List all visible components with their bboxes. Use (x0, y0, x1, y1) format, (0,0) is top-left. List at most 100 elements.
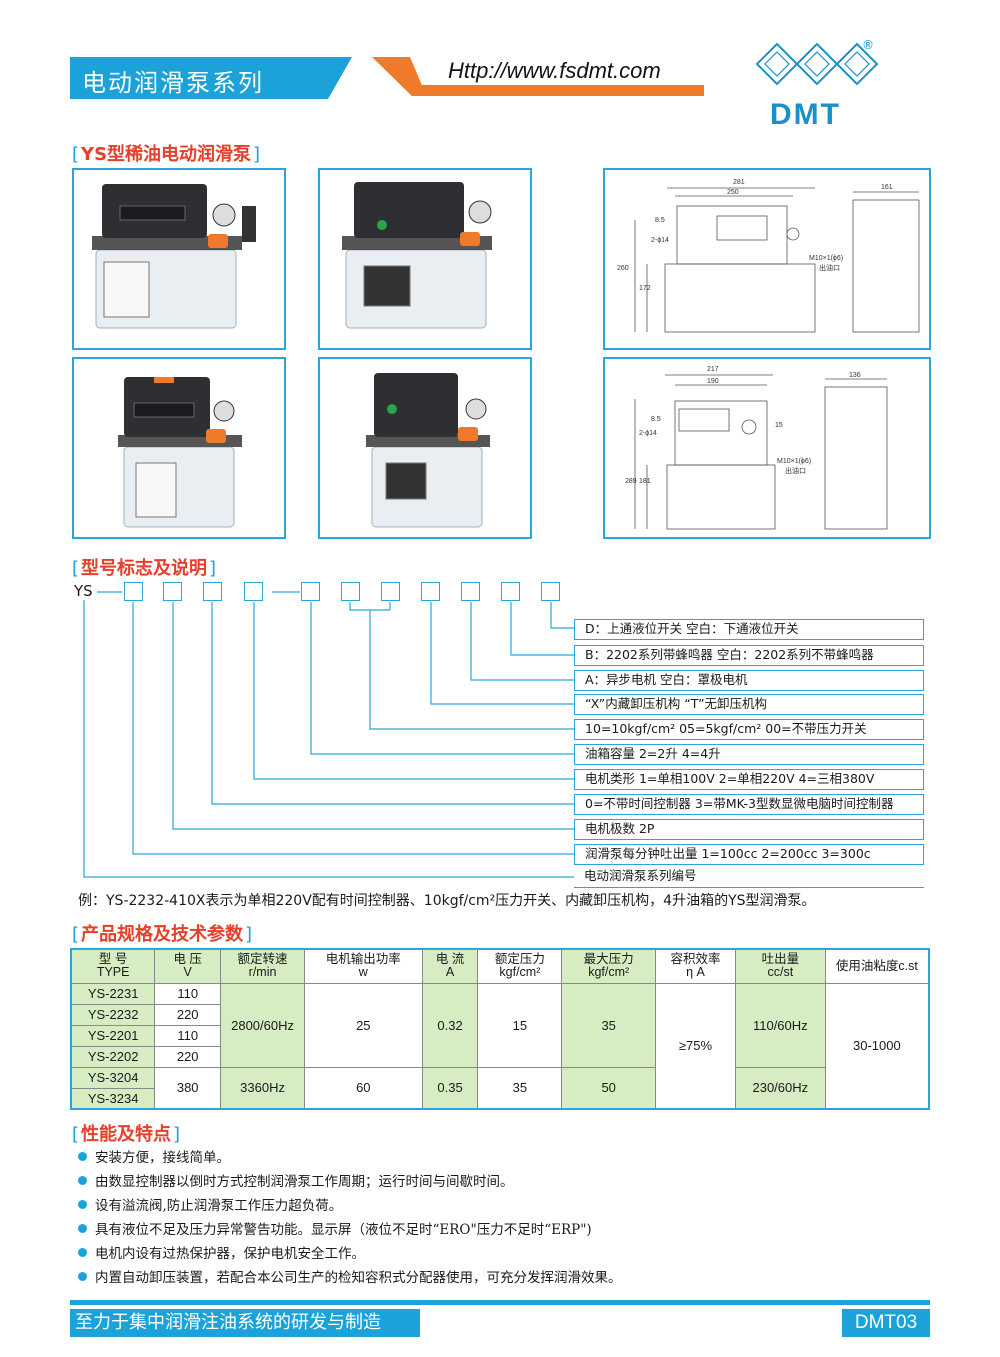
dim-289: 289 (625, 478, 637, 485)
logo-text: DMT (770, 98, 841, 131)
cell-voltage: 110 (154, 982, 222, 1005)
model-box-8 (421, 582, 440, 601)
model-desc-buzzer: B：2202系列带蜂鸣器 空白：2202系列不带蜂鸣器 (574, 645, 924, 666)
feature-item: 安装方便，接线简单。 (78, 1146, 230, 1166)
dim-161: 161 (881, 184, 893, 191)
model-desc-level-switch: D：上通液位开关 空白：下通液位开关 (574, 619, 924, 640)
feature-item: 内置自动卸压装置，若配合本公司生产的检知容积式分配器使用，可充分发挥润滑效果。 (78, 1266, 622, 1286)
section-title-product: YS型稀油电动润滑泵 (72, 140, 260, 166)
dim-2-14b: 2-ϕ14 (639, 430, 657, 437)
model-box-7 (381, 582, 400, 601)
model-box-10 (501, 582, 520, 601)
model-desc-motor: A：异步电机 空白：罩极电机 (574, 670, 924, 691)
cell-current: 0.32 (421, 982, 479, 1068)
cell-speed: 2800/60Hz (220, 982, 306, 1068)
registered-mark: ® (862, 38, 874, 52)
model-desc-motor-type: 电机类形 1=单相100V 2=单相220V 4=三相380V (574, 769, 924, 790)
model-box-3 (203, 582, 222, 601)
pump-image-4 (366, 373, 490, 528)
feature-item: 由数显控制器以倒时方式控制润滑泵工作周期；运行时间与间歇时间。 (78, 1170, 514, 1190)
model-desc-relief: “X”内藏卸压机构 “T”无卸压机构 (574, 694, 924, 715)
url-banner-inner (410, 57, 705, 85)
series-title: 电动润滑泵系列 (82, 69, 264, 97)
feature-item: 具有液位不足及压力异常警告功能。显示屏（液位不足时“ERO"压力不足时“ERP"… (78, 1218, 592, 1238)
pump-image-1 (92, 184, 256, 329)
cell-rated-pressure: 15 (477, 982, 563, 1068)
model-box-4 (244, 582, 263, 601)
dim-15: 15 (775, 422, 783, 429)
model-prefix: YS (74, 582, 93, 600)
page-number: DMT03 (842, 1309, 930, 1337)
cell-type: YS-3234 (70, 1087, 156, 1110)
footer-slogan: 至力于集中润滑注油系统的研发与制造 (70, 1309, 420, 1337)
table-row: YS-2202 220 (70, 1045, 929, 1068)
model-box-2 (163, 582, 182, 601)
col-viscosity: 使用油粘度c.st (824, 948, 930, 984)
dim-8-5b: 8.5 (651, 416, 661, 423)
table-row: YS-3204 380 3360Hz 60 0.35 35 50 230/60H… (70, 1066, 929, 1110)
cell-voltage: 220 (154, 1045, 222, 1068)
product-photo-2 (318, 168, 532, 350)
dim-190: 190 (707, 378, 719, 385)
cell-efficiency: ≥75% (655, 982, 736, 1110)
product-photo-4 (318, 357, 532, 539)
dim-m10: M10×1(ϕ6) (809, 255, 843, 262)
dim-250: 250 (727, 189, 739, 196)
table-row: YS-2231 110 2800/60Hz 25 0.32 15 35 ≥75%… (70, 982, 930, 1110)
bullet-icon (78, 1224, 87, 1233)
cell-max-pressure: 50 (561, 1066, 657, 1110)
model-example: 例：YS-2232-410X表示为单相220V配有时间控制器、10kgf/cm²… (78, 893, 816, 909)
feature-item: 设有溢流阀,防止润滑泵工作压力超负荷。 (78, 1194, 342, 1214)
model-box-9 (461, 582, 480, 601)
product-photo-1 (72, 168, 286, 350)
cell-output: 230/60Hz (734, 1066, 826, 1110)
dim-2-14: 2-ϕ14 (651, 237, 669, 244)
dim-260: 260 (617, 265, 629, 272)
dim-281: 281 (733, 179, 745, 186)
bullet-icon (78, 1272, 87, 1281)
dim-172: 172 (639, 285, 651, 292)
model-desc-tank: 油箱容量 2=2升 4=4升 (574, 744, 924, 765)
dim-217: 217 (707, 366, 719, 373)
pump-image-3 (118, 377, 242, 528)
cell-rated-pressure: 35 (477, 1066, 563, 1110)
cell-power: 60 (304, 1066, 423, 1110)
model-desc-pressure-switch: 10=10kgf/cm² 05=5kgf/cm² 00=不带压力开关 (574, 719, 924, 740)
section-title-model: 型号标志及说明 (72, 554, 216, 580)
feature-item: 电机内设有过热保护器，保护电机安全工作。 (78, 1242, 365, 1262)
cell-power: 25 (304, 982, 423, 1068)
dim-181: 181 (639, 478, 651, 485)
section-title-spec: 产品规格及技术参数 (72, 920, 252, 946)
website-url[interactable]: Http://www.fsdmt.com (448, 58, 661, 83)
cell-type: YS-2201 (70, 1024, 156, 1047)
dim-outlet: 出油口 (819, 263, 840, 272)
pump-image-2 (342, 182, 492, 329)
model-connector-lines (83, 591, 574, 878)
model-box-11 (541, 582, 560, 601)
cell-output: 110/60Hz (734, 982, 826, 1068)
cell-type: YS-3204 (70, 1066, 156, 1089)
cell-type: YS-2202 (70, 1045, 156, 1068)
model-desc-series: 电动润滑泵系列编号 (574, 867, 924, 888)
cell-speed: 3360Hz (220, 1066, 306, 1110)
dim-outletb: 出油口 (785, 466, 806, 475)
model-desc-poles: 电机极数 2P (574, 819, 924, 840)
dim-m10b: M10×1(ϕ6) (777, 458, 811, 465)
table-row: YS-2232 220 (70, 1003, 929, 1026)
model-desc-controller: 0=不带时间控制器 3=带MK-3型数显微电脑时间控制器 (574, 794, 924, 815)
footer-rule (70, 1300, 930, 1305)
header-banner (70, 57, 352, 99)
dimension-drawing-1: 281 250 161 8.5 2-ϕ14 260 172 M10×1(ϕ6) … (603, 168, 931, 350)
cell-max-pressure: 35 (561, 982, 657, 1068)
